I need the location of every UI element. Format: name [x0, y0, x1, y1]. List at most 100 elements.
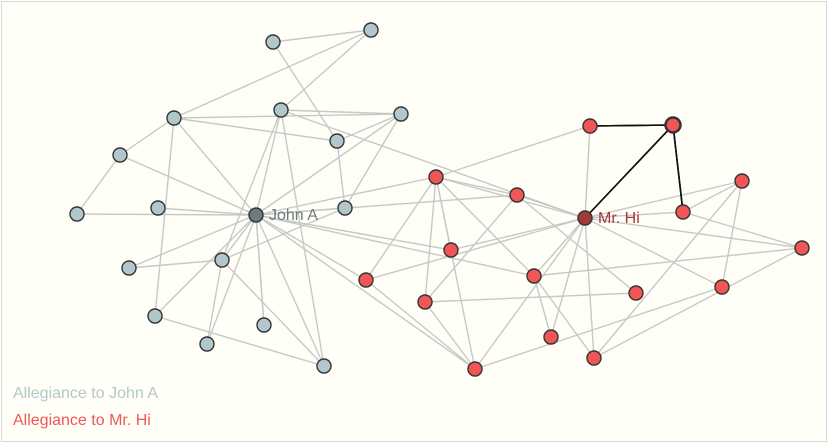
edge-h9-h7 — [365, 279, 476, 370]
member-node-j9[interactable] — [150, 200, 166, 216]
edge-j2-j5 — [280, 29, 372, 111]
leader-label-john: John A — [269, 207, 318, 224]
edge-j4-jA — [119, 154, 257, 216]
edge-j3-j13 — [154, 117, 175, 317]
member-node-j1[interactable] — [265, 34, 281, 50]
edge-j6-jA — [76, 213, 257, 216]
member-node-j10[interactable] — [337, 200, 353, 216]
highlight-edge-h2-h4 — [589, 124, 674, 127]
member-node-j12[interactable] — [214, 252, 230, 268]
leader-node-jA[interactable] — [248, 207, 264, 223]
edge-j11-j12 — [128, 259, 223, 269]
edge-hA-h12 — [584, 217, 723, 288]
legend: Allegiance to John A Allegiance to Mr. Hi — [13, 385, 158, 429]
edge-hA-h16 — [584, 217, 595, 359]
highlight-edge-h2-h14 — [672, 124, 684, 213]
edge-h14-h15 — [682, 211, 803, 249]
edge-j13-j16 — [154, 315, 325, 367]
edge-j13-jA — [154, 214, 257, 317]
leader-label-hi: Mr. Hi — [598, 210, 640, 227]
edge-jA-h5 — [255, 214, 452, 251]
member-node-h15[interactable] — [794, 240, 810, 256]
edge-j8-jA — [255, 113, 402, 216]
edge-j3-jA — [173, 117, 257, 216]
edge-h3-h10 — [516, 194, 637, 294]
edge-h1-h6 — [435, 176, 535, 277]
edge-j8-j10 — [344, 113, 402, 209]
member-node-j4[interactable] — [112, 147, 128, 163]
edge-h6-h16 — [533, 275, 595, 359]
member-node-h16[interactable] — [586, 350, 602, 366]
member-node-h9[interactable] — [467, 361, 483, 377]
member-node-j5[interactable] — [273, 102, 289, 118]
member-node-h7[interactable] — [358, 272, 374, 288]
edge-h9-hA — [474, 217, 586, 370]
edge-jA-h7 — [255, 214, 367, 281]
edge-j5-j12 — [221, 109, 282, 261]
member-node-j6[interactable] — [69, 206, 85, 222]
edge-j5-j16 — [280, 109, 325, 367]
edge-j12-j16 — [221, 259, 325, 367]
edge-hA-h13 — [550, 217, 586, 338]
edge-j14-jA — [206, 214, 257, 345]
legend-john: Allegiance to John A — [13, 385, 158, 402]
member-node-j8[interactable] — [393, 106, 409, 122]
edge-h1-h8 — [424, 176, 437, 303]
edge-jA-h6 — [255, 214, 535, 277]
member-node-j3[interactable] — [166, 110, 182, 126]
legend-hi: Allegiance to Mr. Hi — [13, 412, 151, 429]
member-node-j11[interactable] — [121, 260, 137, 276]
member-node-j16[interactable] — [316, 358, 332, 374]
edge-h1-h7 — [365, 176, 437, 281]
edge-j16-jA — [255, 214, 325, 367]
edge-hA-h14 — [584, 211, 684, 219]
edge-h11-h12 — [721, 180, 743, 288]
member-node-h12[interactable] — [714, 279, 730, 295]
edge-j9-jA — [157, 207, 257, 216]
member-node-h8[interactable] — [417, 294, 433, 310]
edge-j2-j3 — [173, 29, 372, 119]
member-node-j13[interactable] — [147, 308, 163, 324]
member-node-h14[interactable] — [675, 204, 691, 220]
edge-hA-h5 — [450, 217, 586, 251]
edge-h3-h8 — [424, 194, 518, 303]
highlight-edge-h2-hA — [584, 124, 674, 219]
member-node-h10[interactable] — [628, 285, 644, 301]
edge-j14-j12 — [206, 259, 223, 345]
edge-j3-j7 — [173, 117, 338, 142]
edge-h1-h9 — [435, 176, 476, 370]
member-node-h2[interactable] — [664, 116, 682, 134]
edge-j5-jA — [255, 109, 282, 216]
edge-h6-h15 — [533, 247, 803, 277]
member-node-h4[interactable] — [582, 118, 598, 134]
edge-j11-jA — [128, 214, 257, 269]
member-node-h1[interactable] — [428, 169, 444, 185]
edge-j5-j8 — [280, 109, 402, 115]
member-node-j2[interactable] — [363, 22, 379, 38]
member-node-j15[interactable] — [256, 317, 272, 333]
edge-j4-j6 — [76, 154, 121, 215]
member-node-h13[interactable] — [543, 329, 559, 345]
edge-h9-h12 — [474, 286, 723, 370]
member-node-h5[interactable] — [443, 242, 459, 258]
member-node-h6[interactable] — [526, 268, 542, 284]
edge-h1-h4 — [435, 125, 591, 178]
edge-h6-h13 — [533, 275, 552, 338]
leader-node-hA[interactable] — [577, 210, 593, 226]
member-node-h11[interactable] — [734, 173, 750, 189]
edge-h9-h8 — [424, 301, 476, 370]
edge-j1-j7 — [272, 41, 338, 142]
member-node-h3[interactable] — [509, 187, 525, 203]
edge-hA-h7 — [365, 217, 586, 281]
edge-h11-h16 — [593, 180, 743, 359]
edge-h14-h11 — [682, 180, 743, 213]
edge-jA-h3 — [255, 194, 518, 216]
nodes: John A Mr. Hi — [69, 22, 810, 377]
edge-hA-h15 — [584, 217, 803, 249]
member-node-j7[interactable] — [329, 133, 345, 149]
edges — [76, 29, 803, 370]
member-node-j14[interactable] — [199, 336, 215, 352]
edge-j3-j8 — [173, 113, 402, 119]
